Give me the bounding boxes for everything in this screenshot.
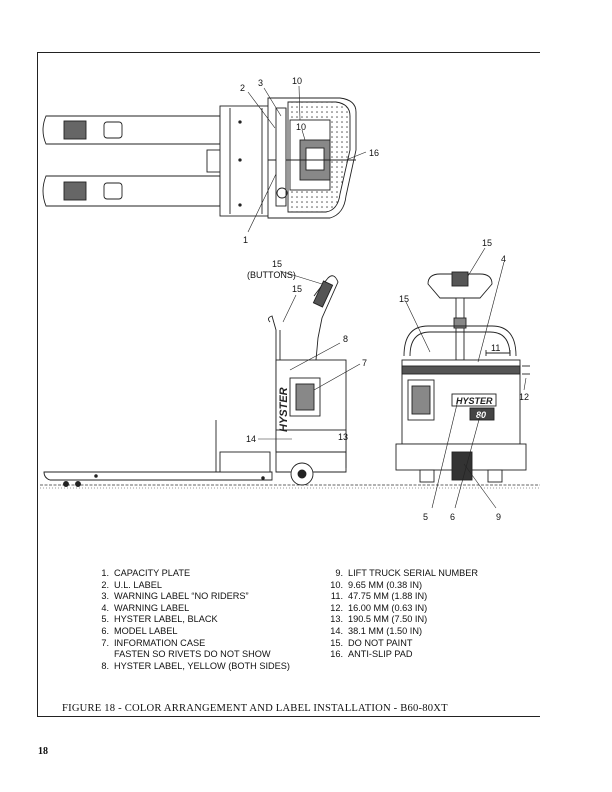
callout-16: 16 bbox=[369, 148, 379, 158]
legend-item: 15.DO NOT PAINT bbox=[330, 637, 413, 648]
callout-2: 2 bbox=[240, 83, 245, 93]
callout-11: 11 bbox=[491, 343, 500, 353]
legend-left-column: 1.CAPACITY PLATE 2.U.L. LABEL 3.WARNING … bbox=[92, 568, 307, 672]
top-view bbox=[42, 97, 357, 219]
legend-item: 6.MODEL LABEL bbox=[101, 625, 178, 636]
legend-item: 12.16.00 MM (0.63 IN) bbox=[330, 602, 428, 613]
hyster-rear-label: HYSTER bbox=[456, 396, 493, 406]
callout-13: 13 bbox=[338, 432, 348, 442]
callout-6: 6 bbox=[450, 512, 455, 522]
model-80-label: 80 bbox=[476, 410, 486, 420]
callout-7: 7 bbox=[362, 358, 367, 368]
legend-item: 3.WARNING LABEL “NO RIDERS” bbox=[101, 591, 249, 602]
legend-item: 8.HYSTER LABEL, YELLOW (BOTH SIDES) bbox=[101, 660, 290, 671]
legend-item: 11.47.75 MM (1.88 IN) bbox=[330, 591, 428, 602]
legend-item: 2.U.L. LABEL bbox=[101, 579, 163, 590]
callout-12: 12 bbox=[519, 392, 529, 402]
legend-item: 4.WARNING LABEL bbox=[101, 602, 190, 613]
figure-frame bbox=[37, 52, 540, 717]
callout-9: 9 bbox=[496, 512, 501, 522]
callout-14: 14 bbox=[246, 434, 256, 444]
callout-10-inner: 10 bbox=[296, 122, 306, 132]
callout-buttons: (BUTTONS) bbox=[247, 270, 296, 280]
legend-right-column: 9.LIFT TRUCK SERIAL NUMBER 10.9.65 MM (0… bbox=[326, 568, 536, 661]
callout-15-rear-top: 15 bbox=[482, 238, 492, 248]
callout-10-top: 10 bbox=[292, 76, 302, 86]
legend-item-continuation: FASTEN SO RIVETS DO NOT SHOW bbox=[114, 649, 271, 660]
legend-item: 1.CAPACITY PLATE bbox=[101, 568, 191, 578]
page-number: 18 bbox=[38, 746, 48, 757]
callout-8: 8 bbox=[343, 334, 348, 344]
side-view: HYSTER bbox=[40, 275, 540, 489]
legend-item: 14.38.1 MM (1.50 IN) bbox=[330, 625, 423, 636]
figure-caption: FIGURE 18 - COLOR ARRANGEMENT AND LABEL … bbox=[62, 703, 448, 714]
hyster-side-label: HYSTER bbox=[278, 387, 290, 432]
legend-item: 16.ANTI-SLIP PAD bbox=[330, 649, 413, 660]
legend-item: 13.190.5 MM (7.50 IN) bbox=[330, 614, 428, 625]
callout-15-handle: 15 bbox=[292, 284, 302, 294]
callout-1: 1 bbox=[243, 235, 248, 245]
legend-item: 10.9.65 MM (0.38 IN) bbox=[330, 579, 423, 590]
legend-item: 7.INFORMATION CASE bbox=[101, 637, 206, 648]
callout-3: 3 bbox=[258, 78, 263, 88]
legend-item: 9.LIFT TRUCK SERIAL NUMBER bbox=[335, 568, 479, 578]
legend-item: 5.HYSTER LABEL, BLACK bbox=[101, 614, 218, 625]
rear-view: HYSTER 80 bbox=[395, 271, 530, 483]
callout-15-side: 15 bbox=[272, 259, 282, 269]
callout-4: 4 bbox=[501, 254, 506, 264]
callout-15-rear-side: 15 bbox=[399, 294, 409, 304]
callout-5: 5 bbox=[423, 512, 428, 522]
